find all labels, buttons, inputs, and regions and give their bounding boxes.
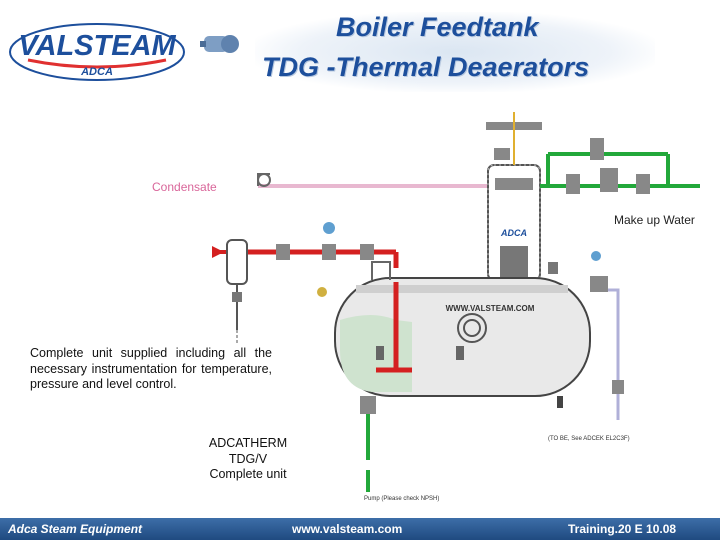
- description-label: Complete unit supplied including all the…: [30, 346, 272, 391]
- footer-reference: Training.20 E 10.08: [568, 522, 677, 536]
- steam-valves: [276, 222, 374, 260]
- logo-main-text: VALSTEAM: [18, 30, 176, 62]
- deaerator-head: ADCA: [486, 112, 542, 281]
- model-line-2: TDG/V: [228, 451, 268, 466]
- condensate-label: Condensate: [152, 180, 217, 194]
- pump-note: Pump (Please check NPSH): [364, 496, 439, 502]
- recirculation-line: (TO BE, See ADCEK EL2C3F): [548, 276, 630, 442]
- head-marking: ADCA: [500, 228, 527, 238]
- deaerator-diagram: ADCA WWW.VALSTEAM.COM: [212, 112, 700, 502]
- footer-bar: Adca Steam Equipment www.valsteam.com Tr…: [0, 518, 720, 540]
- pump-illustration: [200, 35, 239, 53]
- title-line-2: TDG -Thermal Deaerators: [262, 52, 590, 82]
- model-label: ADCATHERM TDG/V Complete unit: [196, 436, 300, 483]
- logo-sub-text: ADCA: [80, 66, 113, 78]
- footer-company: Adca Steam Equipment: [8, 522, 143, 536]
- footer-website[interactable]: www.valsteam.com: [292, 522, 403, 536]
- header-background: [255, 12, 655, 92]
- storage-tank: WWW.VALSTEAM.COM: [334, 261, 591, 408]
- tank-marking: WWW.VALSTEAM.COM: [446, 304, 535, 313]
- steam-separator: [226, 239, 248, 345]
- makeup-water-label: Make up Water: [614, 213, 695, 227]
- pump-outlet-line: Pump (Please check NPSH): [360, 396, 439, 502]
- instrumentation: [317, 251, 601, 360]
- outlet-note: (TO BE, See ADCEK EL2C3F): [548, 436, 630, 442]
- model-line-1: ADCATHERM: [208, 436, 288, 450]
- title-line-1: Boiler Feedtank: [336, 12, 539, 42]
- condensate-line: [257, 173, 488, 188]
- makeup-water-line: [540, 138, 700, 194]
- valsteam-logo: VALSTEAM ADCA: [9, 23, 185, 81]
- model-line-3: Complete unit: [209, 467, 287, 481]
